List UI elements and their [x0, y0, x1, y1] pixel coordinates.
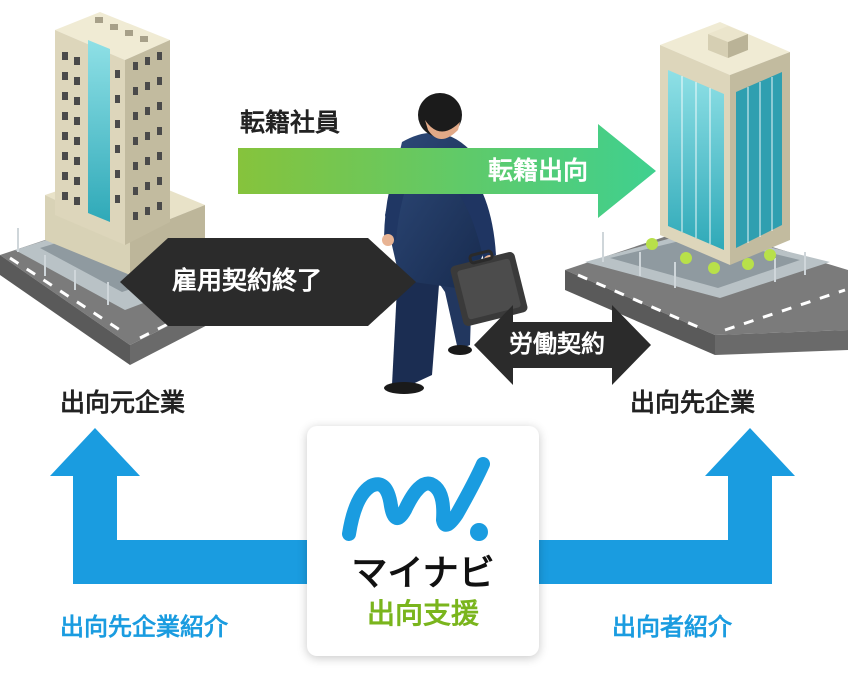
- employment-end-arrow-shape: [120, 238, 416, 326]
- labor-contract-arrow: [474, 305, 651, 385]
- mynavi-logo-icon: [342, 457, 490, 541]
- dest-company-label: 出向先企業: [630, 388, 756, 417]
- dest-intro-arrow: [50, 428, 312, 584]
- secondment-arrow: [238, 124, 656, 218]
- transfer-employee-label: 転籍社員: [240, 108, 341, 137]
- logo-brand-text: マイナビ: [351, 553, 495, 594]
- mynavi-logo-card: マイナビ 出向支援: [307, 426, 539, 656]
- seconded-intro-arrow: [536, 428, 795, 584]
- transfer-secondment-label: 転籍出向: [488, 156, 589, 185]
- dest-company-illustration: [565, 22, 848, 355]
- source-company-label: 出向元企業: [60, 388, 186, 417]
- employment-end-label: 雇用契約終了: [172, 266, 323, 295]
- dest-company-intro-label: 出向先企業紹介: [60, 613, 228, 641]
- labor-contract-label: 労働契約: [509, 330, 605, 358]
- logo-service-text: 出向支援: [366, 597, 479, 630]
- seconded-intro-label: 出向者紹介: [612, 613, 732, 641]
